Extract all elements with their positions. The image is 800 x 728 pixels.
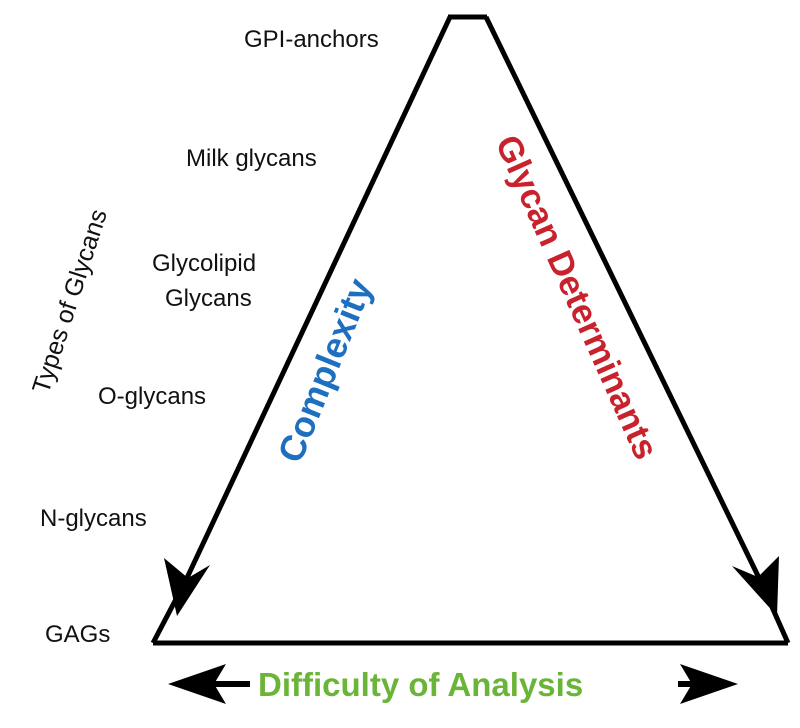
right-arrowhead [732,556,779,616]
difficulty-arrowhead-left [168,664,226,704]
left-arrowhead [164,558,210,616]
left-side-arrow-line [183,15,453,582]
difficulty-of-analysis-label: Difficulty of Analysis [258,666,583,703]
label-glycolipid-glycans: Glycans [165,285,252,312]
label-milk-glycans: Milk glycans [186,145,317,172]
label-gags: GAGs [45,621,110,648]
label-glycolipid: Glycolipid [152,250,256,277]
label-o-glycans: O-glycans [98,383,206,410]
label-n-glycans: N-glycans [40,505,147,532]
types-of-glycans-axis-title: Types of Glycans [27,206,113,397]
glycan-determinants-label: Glycan Determinants [488,129,666,465]
label-gpi-anchors: GPI-anchors [244,26,379,53]
right-side-arrow-line [483,15,763,582]
difficulty-arrowhead-right [680,664,738,704]
